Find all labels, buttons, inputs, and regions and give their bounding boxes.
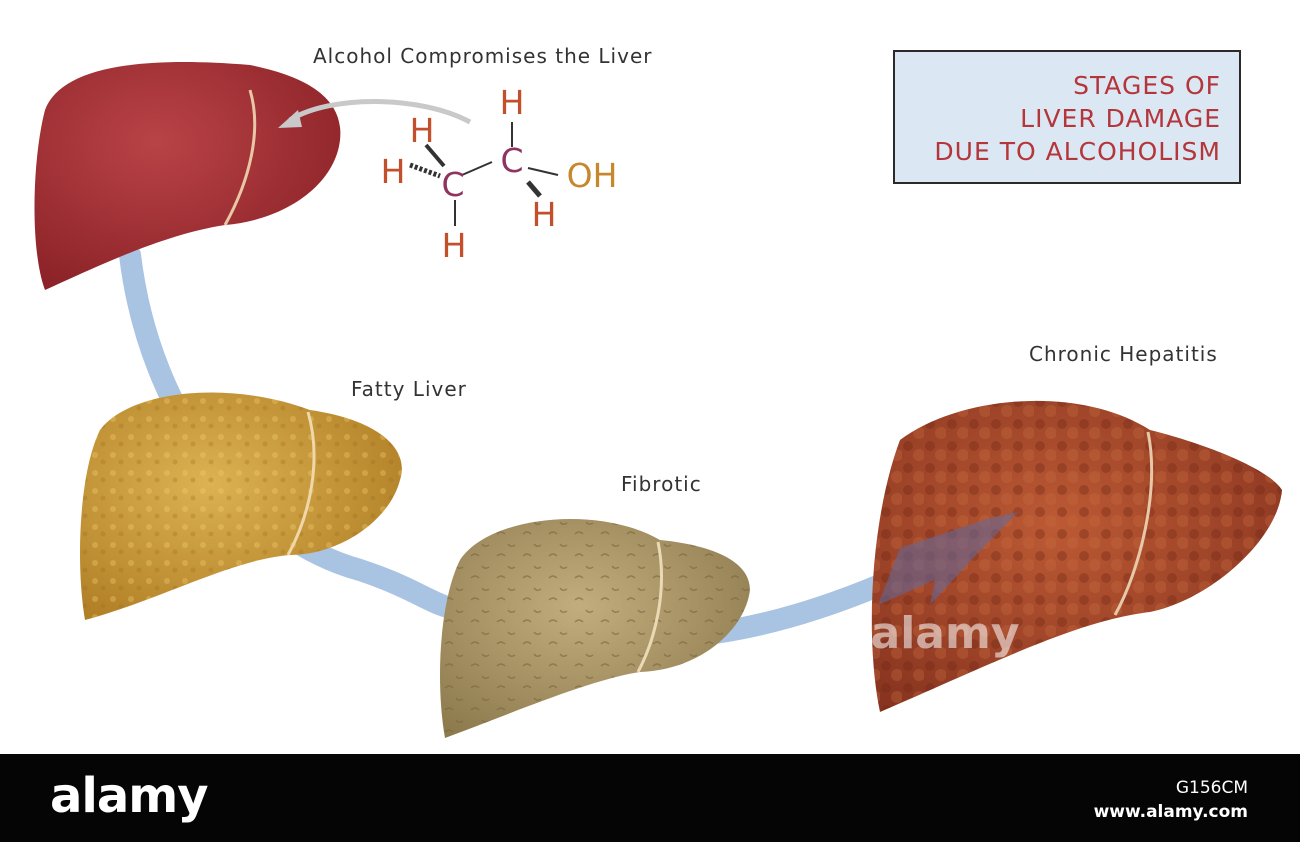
image-id: G156CM bbox=[1175, 778, 1248, 798]
progression-arrowhead bbox=[878, 512, 1018, 605]
atom-hydrogen-upper-left: H bbox=[410, 111, 435, 150]
fibrotic-liver bbox=[440, 518, 750, 738]
hepatitis-liver bbox=[871, 400, 1282, 712]
alcohol-arrow bbox=[288, 99, 472, 125]
atom-carbon-right: C bbox=[500, 141, 523, 180]
atom-carbon-left: C bbox=[441, 165, 464, 204]
stock-footer-bar: alamy G156CM www.alamy.com bbox=[0, 754, 1300, 842]
healthy-liver bbox=[34, 62, 341, 290]
atom-hydroxyl: OH bbox=[567, 156, 618, 195]
fatty-liver bbox=[80, 392, 402, 620]
alcohol-arrowhead bbox=[278, 110, 302, 128]
label-alcohol-compromises: Alcohol Compromises the Liver bbox=[313, 44, 653, 68]
ethanol-bonds bbox=[409, 122, 559, 226]
illustration-canvas: H H H C C OH H H alamy Alcohol Compromis… bbox=[34, 44, 1282, 738]
label-fibrotic: Fibrotic bbox=[621, 472, 702, 496]
alamy-logo: alamy bbox=[50, 768, 209, 824]
atom-hydrogen-left: H bbox=[381, 152, 406, 191]
title-line-1: STAGES OF bbox=[1073, 71, 1221, 100]
atom-hydrogen-bottom: H bbox=[442, 226, 467, 265]
site-url: www.alamy.com bbox=[1093, 802, 1248, 822]
atom-hydrogen-lower-right: H bbox=[532, 195, 557, 234]
title-line-2: LIVER DAMAGE bbox=[1020, 104, 1221, 133]
label-fatty-liver: Fatty Liver bbox=[351, 377, 467, 401]
watermark: alamy bbox=[871, 608, 1020, 659]
stages-title-box: STAGES OF LIVER DAMAGE DUE TO ALCOHOLISM bbox=[893, 50, 1241, 184]
liver-stages-diagram: H H H C C OH H H alamy bbox=[34, 62, 1282, 738]
title-line-3: DUE TO ALCOHOLISM bbox=[934, 137, 1221, 166]
label-chronic-hepatitis: Chronic Hepatitis bbox=[1029, 342, 1218, 366]
atom-hydrogen-top: H bbox=[500, 83, 525, 122]
